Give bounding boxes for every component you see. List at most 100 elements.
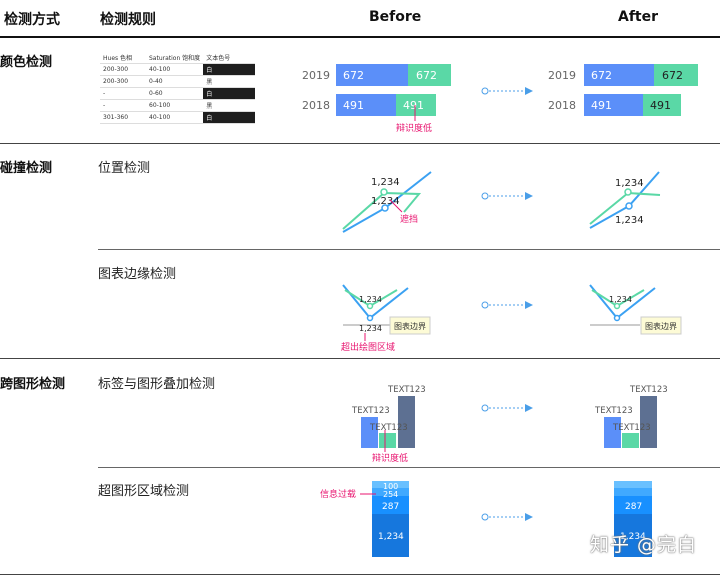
section-divider (0, 358, 720, 359)
rule-edge: 图表边缘检测 (98, 267, 177, 282)
stack-label: 254 (383, 490, 398, 499)
bar-segment (408, 64, 451, 86)
watermark: 知乎 @完白 (590, 534, 698, 556)
year-label: 2018 (548, 99, 576, 112)
bar-label: 672 (591, 69, 612, 82)
edge-before-chart: 1,234 1,234 图表边界 超出绘图区域 (341, 284, 431, 353)
bar (604, 417, 621, 448)
table-cell: 0-60 (146, 87, 204, 100)
boundary-label: 图表边界 (394, 321, 426, 331)
annotation-label: 超出绘图区域 (341, 341, 395, 353)
bar-segment (584, 94, 643, 116)
bar-label: 491 (403, 99, 424, 112)
hue-table: Hues 色相 Saturation 饱和度 文本色号 200-300 40-1… (100, 52, 256, 124)
bar-label: 672 (343, 69, 364, 82)
bar-label: TEXT123 (351, 406, 390, 416)
color-before-chart: 2019 672 672 2018 491 491 辩识度低 (302, 64, 451, 134)
table-row: Hues 色相 Saturation 饱和度 文本色号 (100, 52, 256, 64)
stack-label: 287 (625, 502, 642, 512)
overlap-after-chart: TEXT123 TEXT123 TEXT123 (594, 385, 668, 448)
point-label: 1,234 (609, 295, 632, 304)
section-divider (0, 143, 720, 144)
point-label: 1,234 (371, 196, 400, 207)
table-cell: 白 (203, 111, 256, 124)
bar-label: 491 (650, 99, 671, 112)
table-cell: 60-100 (146, 99, 204, 112)
stack-segment (614, 496, 652, 514)
transform-arrow (481, 404, 533, 412)
stack-label: 100 (383, 482, 398, 491)
subsection-divider (98, 467, 720, 468)
section-divider (0, 574, 720, 575)
transform-arrow (481, 87, 533, 95)
bar-segment (584, 64, 654, 86)
table-cell: 200-300 (100, 63, 146, 76)
overflow-before-chart: 100 254 287 1,234 信息过载 (320, 481, 409, 557)
bar-segment (396, 94, 436, 116)
position-before-chart: 1,234 1,234 遮挡 (342, 171, 432, 233)
table-cell: 黑 (203, 99, 256, 112)
bar-label: 672 (662, 69, 683, 82)
table-row: 301-360 40-100 白 (100, 111, 256, 124)
point-label: 1,234 (615, 215, 644, 226)
bar-label: TEXT123 (387, 385, 426, 395)
method-collision: 碰撞检测 (0, 161, 53, 176)
annotation-label: 信息过载 (320, 488, 356, 500)
table-cell: 40-100 (146, 63, 204, 76)
stack-segment (372, 496, 409, 514)
table-row: 200-300 0-40 黑 (100, 75, 256, 88)
table-cell: 白 (203, 87, 256, 100)
bar (379, 433, 396, 448)
rule-column-header: 检测规则 (100, 12, 156, 28)
point-label: 1,234 (615, 178, 644, 189)
rule-position: 位置检测 (98, 161, 151, 176)
table-cell: 白 (203, 63, 256, 76)
table-header: 检测方式 检测规则 Before After (0, 0, 720, 38)
method-cross: 跨图形检测 (0, 377, 66, 392)
stack-segment (614, 514, 652, 557)
rule-overlap: 标签与图形叠加检测 (98, 377, 216, 392)
bar-label: TEXT123 (369, 423, 408, 433)
year-label: 2019 (302, 69, 330, 82)
table-cell: - (100, 87, 146, 100)
bar-label: TEXT123 (594, 406, 633, 416)
stack-label: 1,234 (620, 532, 646, 542)
stack-label: 287 (382, 502, 399, 512)
subsection-divider (98, 249, 720, 250)
method-column-header: 检测方式 (4, 12, 60, 28)
rule-overflow: 超图形区域检测 (98, 484, 190, 499)
table-cell: 40-100 (146, 111, 204, 124)
table-cell: 0-40 (146, 75, 204, 88)
year-label: 2019 (548, 69, 576, 82)
overlap-before-chart: TEXT123 TEXT123 TEXT123 辩识度低 (351, 385, 426, 464)
bar (640, 396, 657, 448)
table-cell: 黑 (203, 75, 256, 88)
bar-label: 491 (591, 99, 612, 112)
position-after-chart: 1,234 1,234 (589, 171, 661, 229)
overflow-after-chart: 287 1,234 (614, 481, 652, 557)
point-label: 1,234 (371, 177, 400, 188)
stack-segment (372, 514, 409, 557)
table-cell: - (100, 99, 146, 112)
bar-segment (654, 64, 698, 86)
bar-segment (643, 94, 681, 116)
bar-label: TEXT123 (629, 385, 668, 395)
bar-segment (336, 64, 408, 86)
after-column-header: After (618, 9, 659, 25)
transform-arrow (481, 513, 533, 521)
table-header-cell: Saturation 饱和度 (146, 52, 204, 64)
annotation-label: 遮挡 (400, 213, 418, 225)
bar-label: 491 (343, 99, 364, 112)
stack-segment (614, 481, 652, 488)
table-row: - 0-60 白 (100, 87, 256, 100)
bar (398, 396, 415, 448)
edge-after-chart: 1,234 图表边界 (589, 284, 682, 335)
table-cell: 301-360 (100, 111, 146, 124)
stack-segment (614, 488, 652, 496)
table-header-cell: Hues 色相 (100, 52, 146, 64)
point-label: 1,234 (359, 295, 382, 304)
bar-segment (336, 94, 396, 116)
method-color: 颜色检测 (0, 55, 53, 70)
before-column-header: Before (369, 9, 422, 25)
